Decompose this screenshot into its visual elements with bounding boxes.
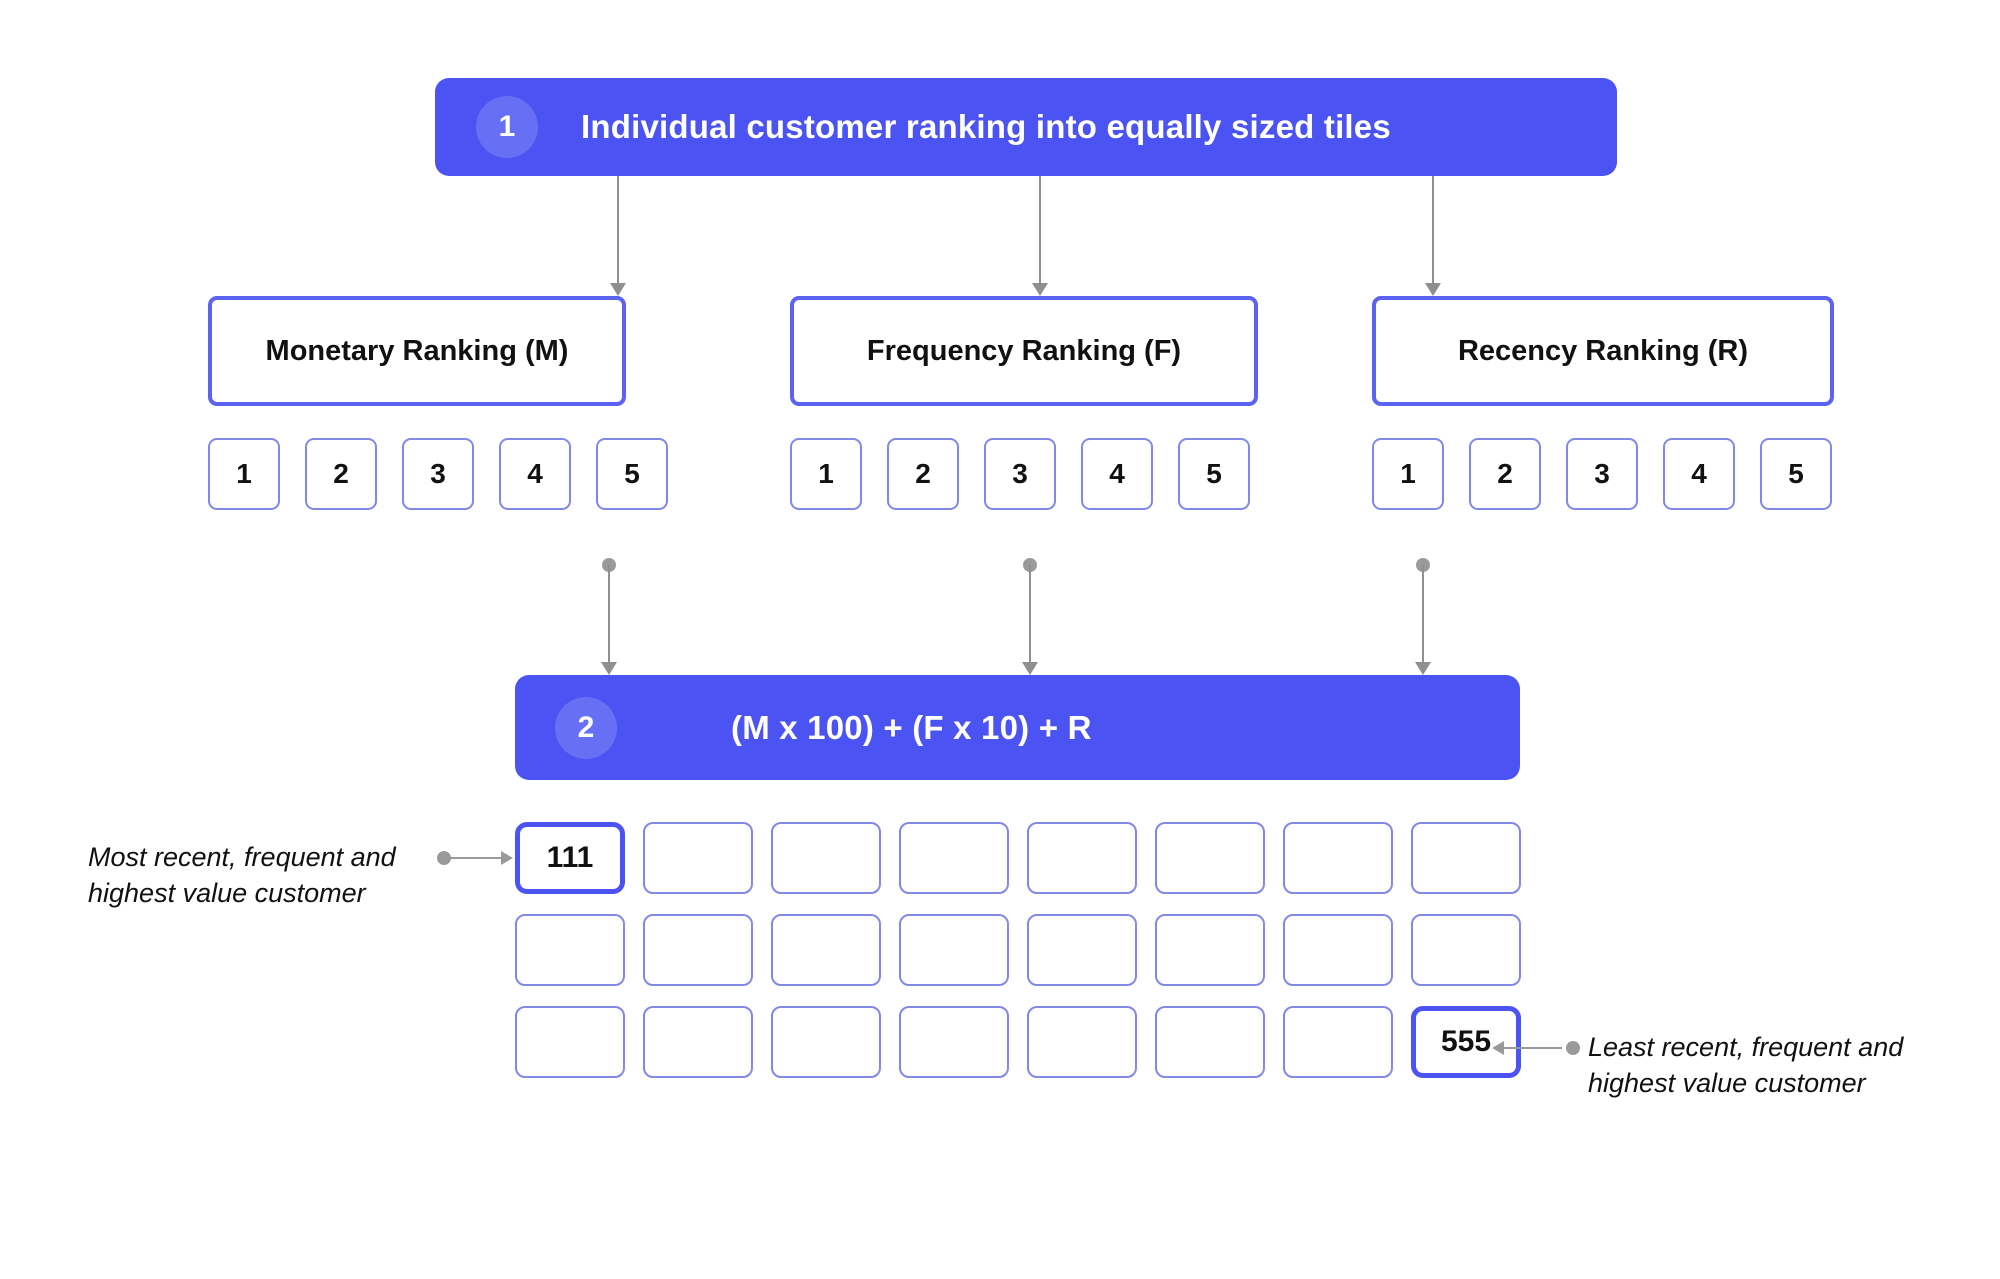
annotation-most-valuable: Most recent, frequent and highest value … xyxy=(88,842,396,908)
step-1-badge: 1 xyxy=(476,96,538,158)
tile-monetary-5[interactable]: 5 xyxy=(596,438,668,510)
result-cell-111[interactable]: 111 xyxy=(515,822,625,894)
result-cell[interactable] xyxy=(1283,1006,1393,1078)
result-cell[interactable] xyxy=(1411,914,1521,986)
result-cell[interactable] xyxy=(1155,822,1265,894)
result-cell[interactable] xyxy=(1155,1006,1265,1078)
tile-monetary-2[interactable]: 2 xyxy=(305,438,377,510)
result-cell[interactable] xyxy=(1411,822,1521,894)
leader-line-left-icon xyxy=(437,850,513,866)
step-1-title: Individual customer ranking into equally… xyxy=(581,108,1391,145)
ranking-box-monetary: Monetary Ranking (M) xyxy=(208,296,626,406)
tile-frequency-4[interactable]: 4 xyxy=(1081,438,1153,510)
ranking-label-frequency: Frequency Ranking (F) xyxy=(866,334,1182,367)
tile-frequency-3[interactable]: 3 xyxy=(984,438,1056,510)
ranking-label-recency: Recency Ranking (R) xyxy=(1457,334,1749,367)
result-cell[interactable] xyxy=(771,914,881,986)
arrow-to-frequency-icon xyxy=(1032,176,1048,296)
result-cell[interactable] xyxy=(1027,822,1137,894)
tile-row-monetary: 1 2 3 4 5 xyxy=(208,438,668,510)
tile-recency-2[interactable]: 2 xyxy=(1469,438,1541,510)
step-2-formula: (M x 100) + (F x 10) + R xyxy=(731,708,1092,746)
step-2-banner: 2 (M x 100) + (F x 10) + R xyxy=(515,675,1520,780)
result-cell[interactable] xyxy=(899,1006,1009,1078)
result-grid: 111 555 xyxy=(515,822,1521,1078)
result-cell[interactable] xyxy=(643,914,753,986)
step-2-badge: 2 xyxy=(555,696,617,759)
tile-recency-3[interactable]: 3 xyxy=(1566,438,1638,510)
tile-recency-5[interactable]: 5 xyxy=(1760,438,1832,510)
result-cell[interactable] xyxy=(1283,914,1393,986)
tile-recency-4[interactable]: 4 xyxy=(1663,438,1735,510)
tile-row-recency: 1 2 3 4 5 xyxy=(1372,438,1832,510)
ranking-box-recency: Recency Ranking (R) xyxy=(1372,296,1834,406)
step-1-banner: 1 Individual customer ranking into equal… xyxy=(435,78,1617,176)
result-cell[interactable] xyxy=(515,1006,625,1078)
arrow-to-recency-icon xyxy=(1425,176,1441,296)
ranking-box-frequency: Frequency Ranking (F) xyxy=(790,296,1258,406)
result-cell[interactable] xyxy=(1027,914,1137,986)
tile-monetary-3[interactable]: 3 xyxy=(402,438,474,510)
result-cell[interactable] xyxy=(771,822,881,894)
ranking-label-monetary: Monetary Ranking (M) xyxy=(265,334,569,367)
tile-monetary-4[interactable]: 4 xyxy=(499,438,571,510)
result-cell[interactable] xyxy=(643,1006,753,1078)
result-cell[interactable] xyxy=(643,822,753,894)
leader-line-right-icon xyxy=(1492,1040,1580,1056)
arrow-monetary-to-formula-icon xyxy=(601,558,617,675)
arrow-frequency-to-formula-icon xyxy=(1022,558,1038,675)
result-cell[interactable] xyxy=(771,1006,881,1078)
tile-row-frequency: 1 2 3 4 5 xyxy=(790,438,1250,510)
arrow-recency-to-formula-icon xyxy=(1415,558,1431,675)
result-cell[interactable] xyxy=(1027,1006,1137,1078)
result-cell[interactable] xyxy=(515,914,625,986)
result-cell[interactable] xyxy=(1283,822,1393,894)
arrow-to-monetary-icon xyxy=(610,176,626,296)
tile-frequency-5[interactable]: 5 xyxy=(1178,438,1250,510)
annotation-least-valuable: Least recent, frequent and highest value… xyxy=(1588,1032,1904,1098)
tile-monetary-1[interactable]: 1 xyxy=(208,438,280,510)
result-cell[interactable] xyxy=(1155,914,1265,986)
result-cell[interactable] xyxy=(899,822,1009,894)
tile-recency-1[interactable]: 1 xyxy=(1372,438,1444,510)
tile-frequency-1[interactable]: 1 xyxy=(790,438,862,510)
result-cell[interactable] xyxy=(899,914,1009,986)
tile-frequency-2[interactable]: 2 xyxy=(887,438,959,510)
